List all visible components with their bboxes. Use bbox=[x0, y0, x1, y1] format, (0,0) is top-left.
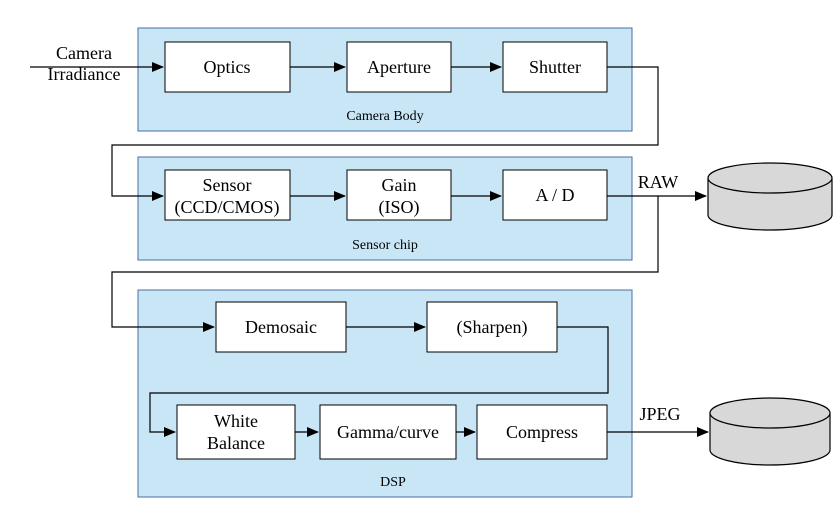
shutter-block bbox=[502, 41, 608, 93]
ad-block bbox=[502, 169, 608, 221]
white-balance-label-line2: Balance bbox=[207, 433, 265, 453]
sensor-chip-label: Sensor chip bbox=[352, 238, 418, 253]
shutter-to-sensor-arrow bbox=[111, 66, 659, 201]
sensor-block bbox=[164, 169, 291, 221]
demosaic-block bbox=[215, 301, 347, 353]
sharpen-block bbox=[426, 301, 558, 353]
shutter-label: Shutter bbox=[529, 57, 581, 77]
gamma-curve-block bbox=[319, 404, 457, 460]
sensor-label-line2: (CCD/CMOS) bbox=[174, 197, 279, 218]
dsp-label: DSP bbox=[380, 475, 406, 490]
sharpen-to-white-balance-arrow bbox=[149, 326, 609, 437]
camera-body-label: Camera Body bbox=[346, 109, 423, 124]
ad-to-demosaic-arrow bbox=[111, 196, 659, 332]
gain-block bbox=[346, 169, 452, 221]
jpeg-storage-icon bbox=[709, 397, 831, 466]
demosaic-label: Demosaic bbox=[245, 317, 317, 337]
gamma-curve-label: Gamma/curve bbox=[337, 422, 439, 442]
jpeg-output-label: JPEG bbox=[639, 404, 680, 424]
white-balance-label-line1: White bbox=[214, 411, 258, 431]
raw-output-label: RAW bbox=[638, 172, 679, 192]
sharpen-label: (Sharpen) bbox=[457, 317, 528, 338]
compress-block bbox=[476, 404, 608, 460]
ad-label: A / D bbox=[535, 185, 574, 205]
aperture-block bbox=[346, 41, 452, 93]
sensor-label-line1: Sensor bbox=[203, 175, 252, 195]
input-label-irradiance: Irradiance bbox=[48, 64, 121, 84]
input-label-camera: Camera bbox=[56, 43, 112, 63]
gain-label-line2: (ISO) bbox=[379, 197, 420, 218]
optics-label: Optics bbox=[204, 57, 251, 77]
aperture-label: Aperture bbox=[367, 57, 431, 77]
white-balance-block bbox=[176, 404, 296, 460]
compress-label: Compress bbox=[506, 422, 578, 442]
gain-label-line1: Gain bbox=[382, 175, 417, 195]
raw-storage-icon bbox=[707, 162, 833, 231]
